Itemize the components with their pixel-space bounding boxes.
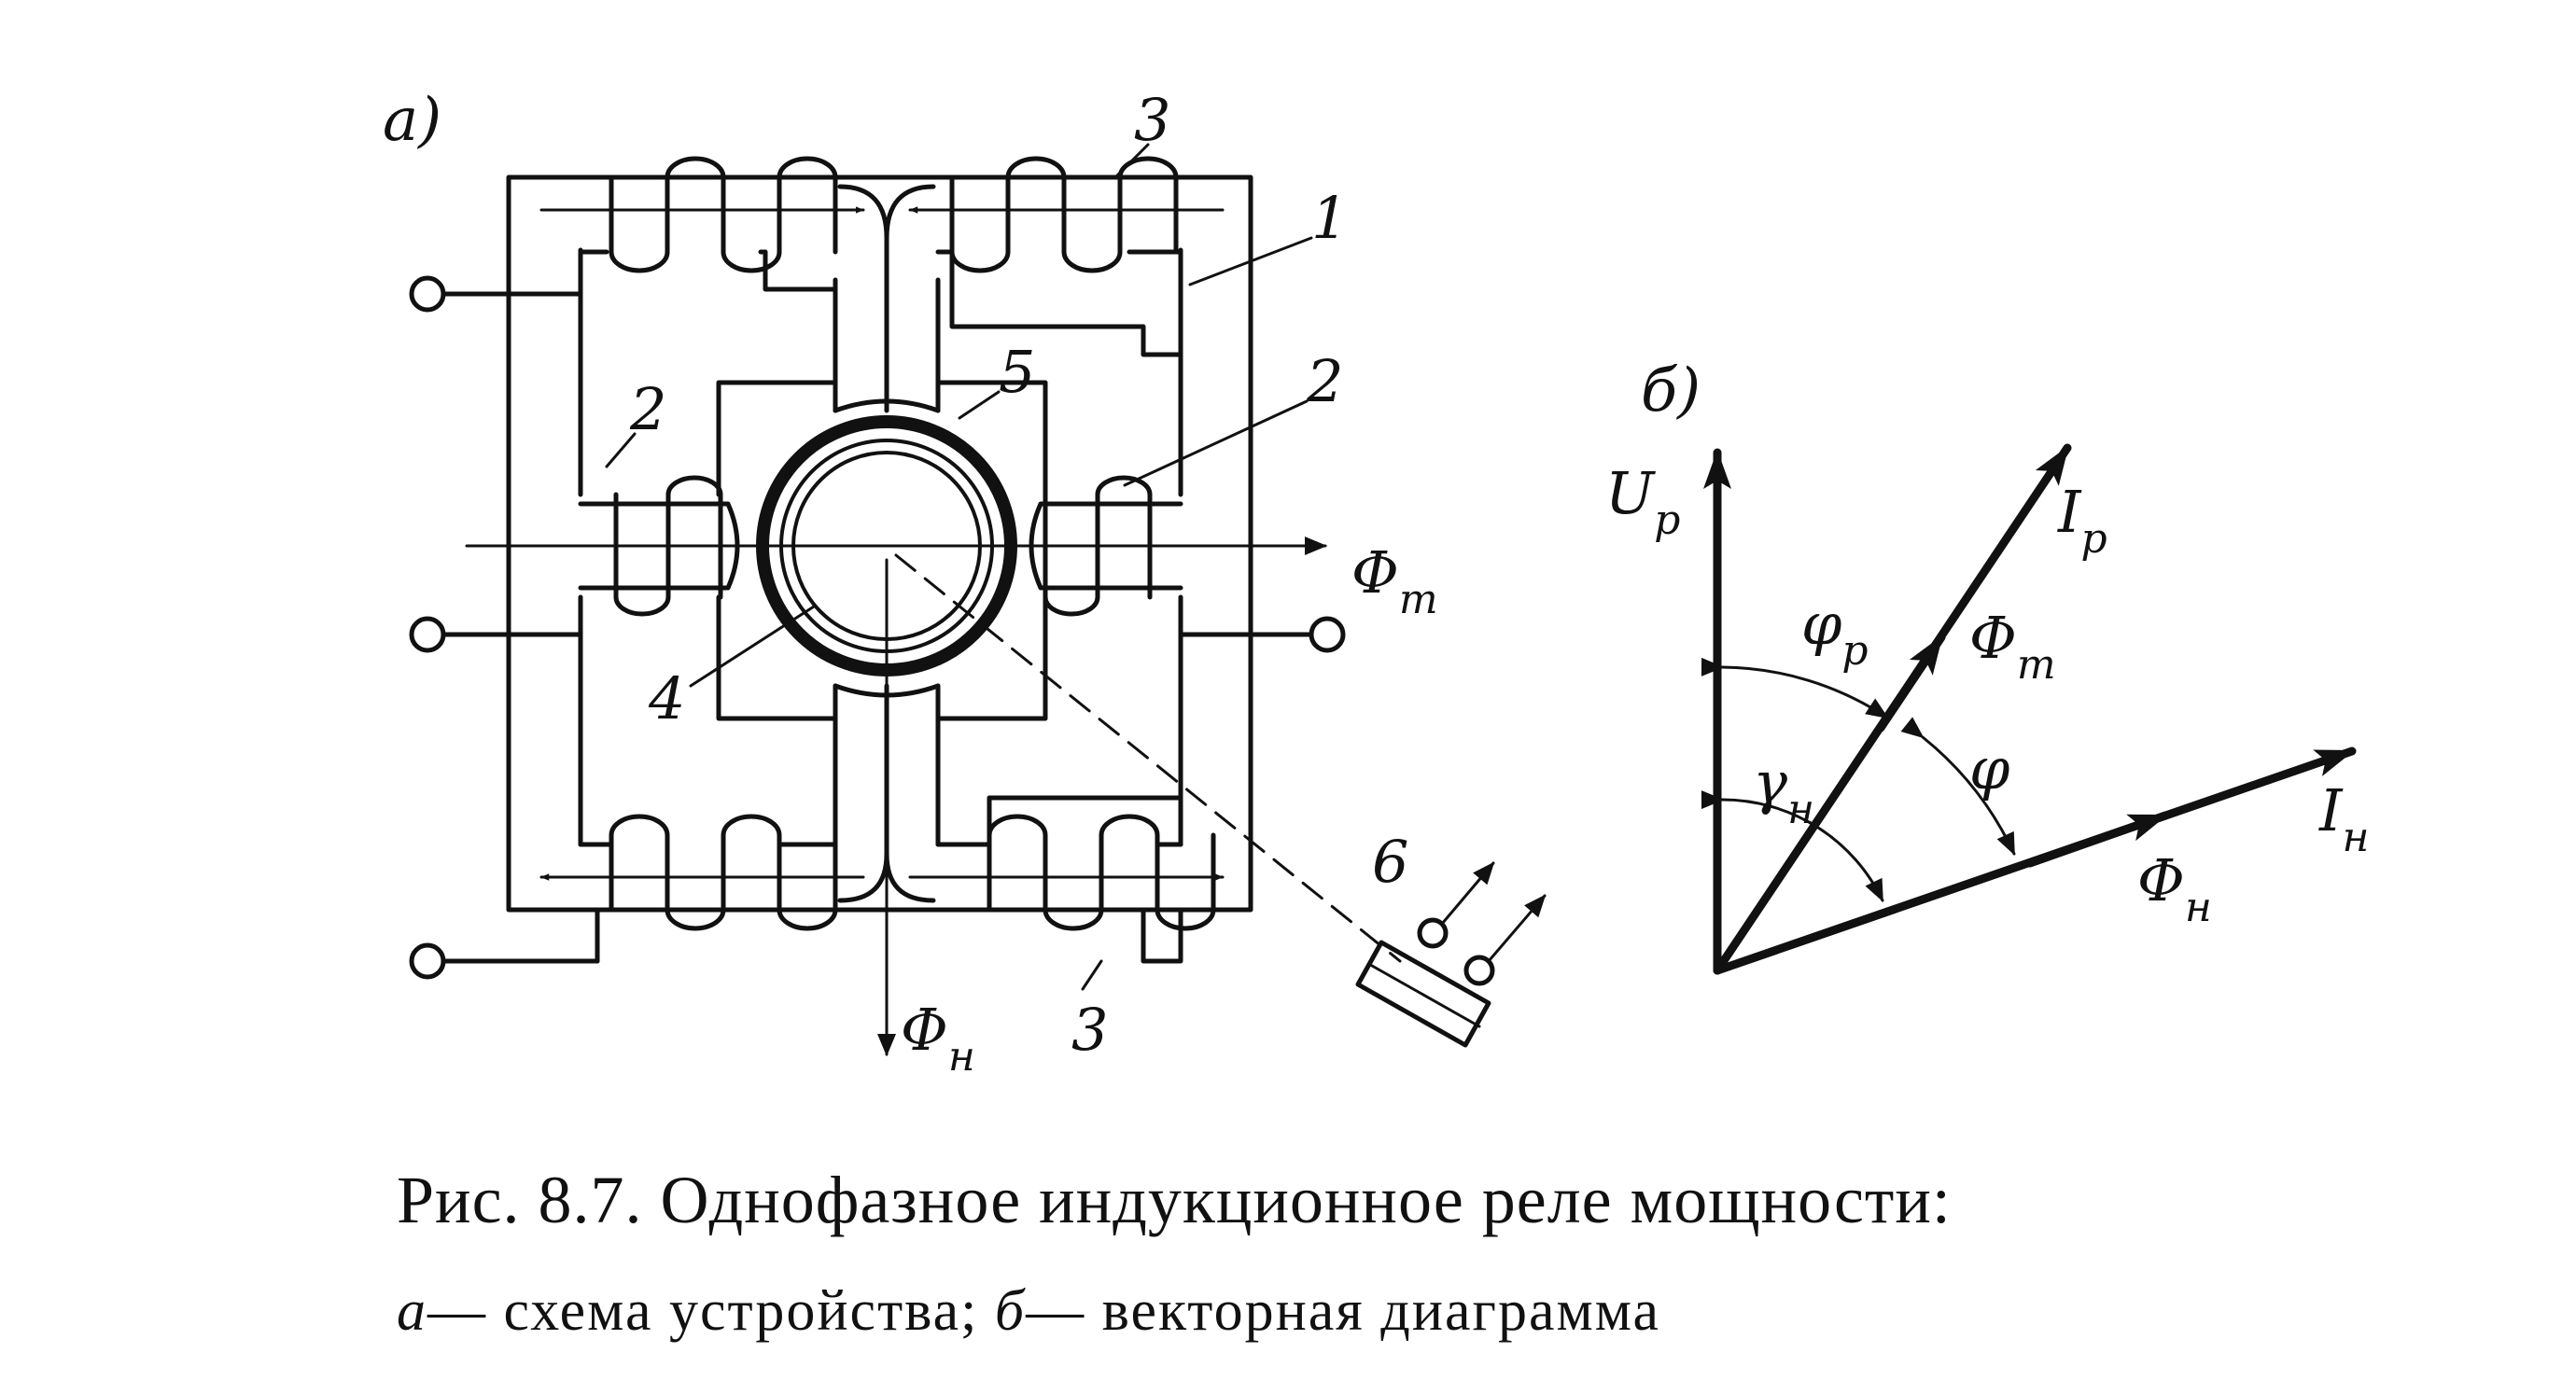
rotor-gap [779, 439, 994, 653]
contact-assembly [1355, 861, 1547, 1048]
callout-5: 5 [999, 338, 1035, 406]
core-web-lower [833, 683, 941, 903]
vector-flux-t-arrow [1876, 633, 1946, 732]
caption-a-text: — схема устройства; [427, 1279, 979, 1343]
coil-top-left [578, 156, 838, 292]
panel-b-labels: б) Uр Iр Φт Iн Φн φр φ γн [1605, 356, 2369, 931]
caption-a-letter: а [397, 1279, 427, 1343]
coil-right [1043, 475, 1153, 617]
terminal-mid-right [1309, 616, 1346, 653]
angle-arc-gamma-n [1701, 790, 1884, 902]
panel-a-labels: a) 1 3 3 2 2 5 4 6 Φт Φн [383, 86, 1438, 1081]
angle-arc-phi-p [1701, 657, 1889, 719]
callout-6: 6 [1372, 828, 1408, 896]
label-i-n: Iн [2318, 776, 2369, 861]
callout-2-left: 2 [629, 375, 666, 443]
coil-bottom-left [578, 814, 838, 931]
angle-arc-phi [1900, 717, 2016, 856]
coil-left [613, 475, 723, 617]
coil-bottom-right [935, 795, 1216, 931]
flux-n-label: Φн [901, 996, 975, 1081]
callout-4: 4 [648, 664, 685, 732]
flux-t-label: Φт [1351, 538, 1438, 623]
panel-b [1701, 443, 2357, 975]
panel-b-label: б) [1641, 356, 1701, 425]
callout-3-bottom: 3 [1071, 996, 1108, 1064]
caption-b-text: — векторная диаграмма [1026, 1279, 1661, 1343]
label-flux-t: Φт [1969, 604, 2056, 689]
label-gamma-n: γн [1753, 748, 1814, 833]
caption-line-1: Рис. 8.7. Однофазное индукционное реле м… [397, 1163, 1952, 1237]
callout-1: 1 [1311, 184, 1348, 252]
rotor-core [791, 451, 982, 641]
shaft-linkage [894, 553, 1402, 963]
terminal-top-left [409, 275, 446, 313]
terminal-bottom-left [409, 942, 446, 980]
panel-a [409, 143, 1547, 1056]
vector-flux-n-arrow [2025, 811, 2170, 868]
callout-3-top: 3 [1134, 86, 1170, 154]
core-middle-frame [716, 380, 1048, 721]
label-i-p: Iр [2057, 478, 2107, 563]
label-phi: φ [1969, 734, 2010, 802]
core-web-upper [833, 184, 941, 413]
panel-a-label: a) [383, 86, 441, 155]
label-phi-p: φр [1801, 590, 1869, 675]
label-flux-n: Φн [2137, 846, 2212, 931]
pole-top [833, 398, 941, 413]
caption-b-letter: б [994, 1279, 1027, 1343]
coil-top-right [935, 156, 1183, 357]
disc-rotor [756, 415, 1017, 677]
core-outer [506, 174, 1253, 913]
terminals [409, 275, 1346, 980]
callout-leaders [605, 143, 1313, 991]
callout-2-right: 2 [1306, 347, 1343, 415]
label-u-p: Uр [1605, 459, 1680, 544]
caption-line-2: а— схема устройства; б— векторная диагра… [397, 1278, 1660, 1345]
terminal-mid-left [409, 616, 446, 653]
